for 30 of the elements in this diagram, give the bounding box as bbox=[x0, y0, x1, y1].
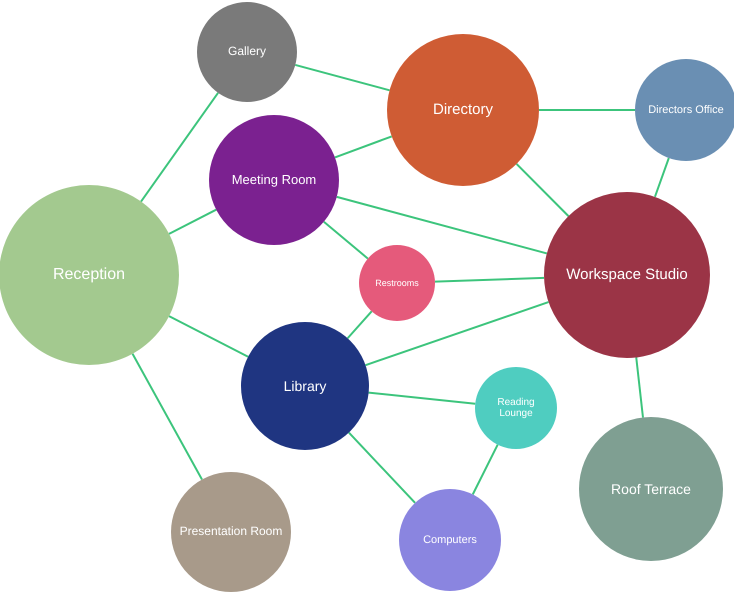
node-label: Reception bbox=[52, 266, 126, 284]
connector-line bbox=[334, 135, 392, 158]
node-label: Library bbox=[284, 378, 326, 394]
connector-line bbox=[365, 301, 549, 366]
connector-line bbox=[635, 357, 644, 418]
connector-line bbox=[654, 158, 670, 198]
connector-line bbox=[348, 432, 416, 504]
node-label: Meeting Room bbox=[232, 172, 316, 188]
node-label: Computers bbox=[423, 534, 477, 546]
node-label: Presentation Room bbox=[180, 525, 282, 539]
connector-line bbox=[168, 208, 217, 235]
connector-line bbox=[472, 444, 499, 495]
connector-line bbox=[346, 310, 372, 339]
connector-line bbox=[168, 315, 249, 358]
connector-line bbox=[368, 392, 476, 405]
connector-line bbox=[295, 64, 390, 92]
connector-line bbox=[323, 220, 368, 260]
connector-line bbox=[539, 109, 635, 111]
node-label: Restrooms bbox=[375, 278, 419, 288]
node-label: Directors Office bbox=[648, 104, 724, 116]
node-label: Workspace Studio bbox=[566, 266, 688, 284]
connector-line bbox=[336, 196, 548, 254]
connector-line bbox=[434, 276, 544, 283]
node-label: Reading Lounge bbox=[496, 396, 536, 420]
node-label: Roof Terrace bbox=[611, 480, 691, 498]
connector-line bbox=[516, 163, 570, 217]
connector-line bbox=[140, 92, 219, 202]
connector-line bbox=[132, 353, 203, 480]
node-label: Gallery bbox=[228, 45, 266, 59]
node-label: Directory bbox=[432, 101, 493, 119]
